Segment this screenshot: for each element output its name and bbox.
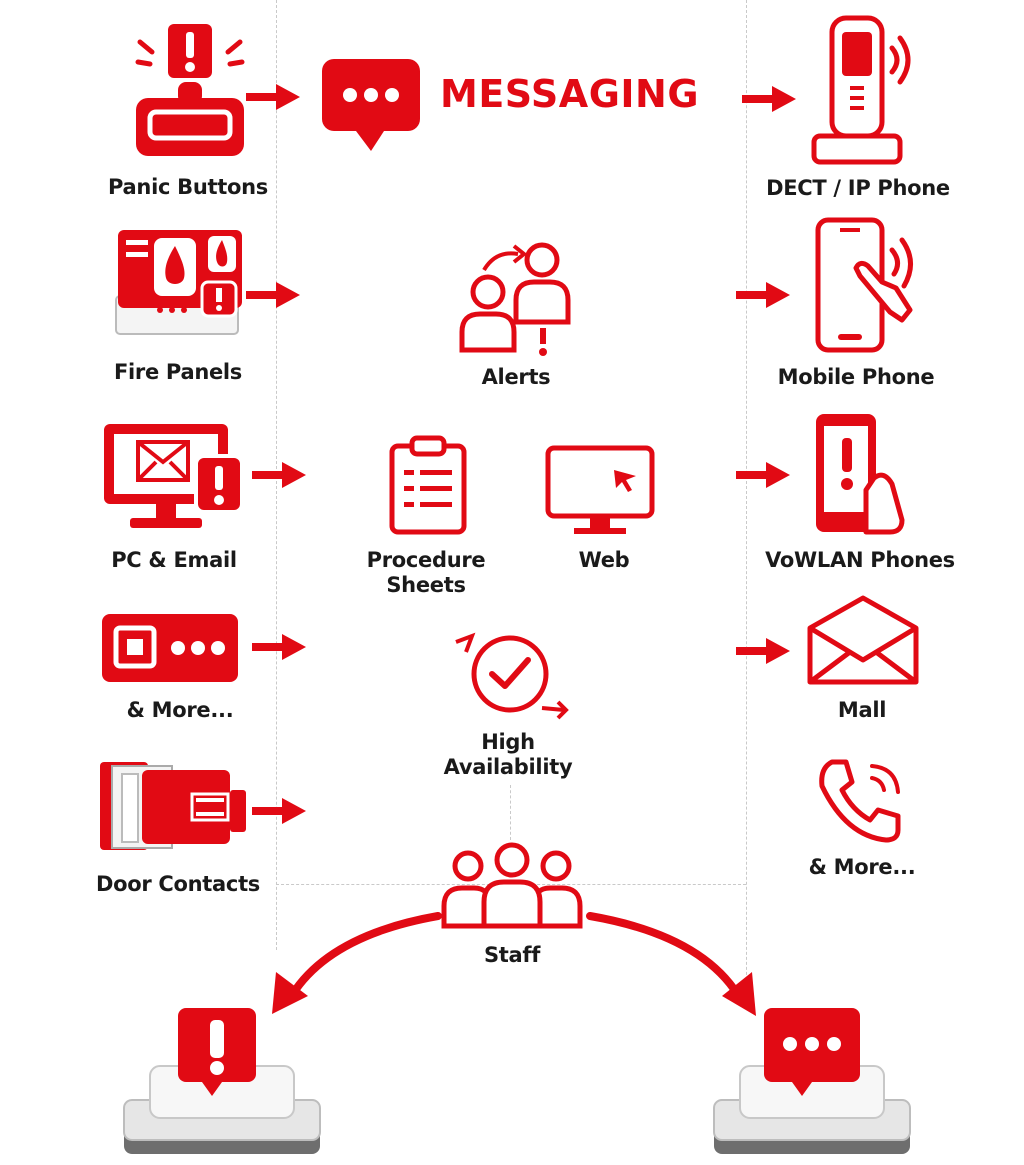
output-label-mobile-phone: Mobile Phone: [777, 365, 935, 389]
input-label-door-contacts: Door Contacts: [95, 872, 261, 896]
arrow-door-contacts: [252, 798, 306, 824]
center-label-web: Web: [578, 548, 630, 572]
center-label-high-availability: High Availability: [443, 730, 573, 779]
fire-panel-icon: [115, 230, 242, 335]
message-button-icon: [713, 1008, 911, 1154]
output-label-vowlan-phones: VoWLAN Phones: [765, 548, 955, 572]
arrow-to-mobile-phone: [736, 282, 790, 308]
alert-button-icon: [123, 1008, 321, 1154]
mail-envelope-icon: [807, 595, 919, 685]
arrow-to-mail: [736, 638, 790, 664]
mobile-phone-icon: [815, 217, 913, 353]
alerts-icon: [459, 242, 571, 356]
arrow-panic-to-messaging: [246, 84, 300, 110]
arrow-fire-panels: [246, 282, 300, 308]
input-label-pc-email: PC & Email: [111, 548, 237, 572]
center-label-alerts: Alerts: [481, 365, 551, 389]
staff-icon: [441, 842, 583, 929]
monitor-icon: [545, 445, 655, 534]
clipboard-icon: [389, 435, 467, 535]
messaging-title: MESSAGING: [440, 72, 700, 116]
input-label-more: & More...: [126, 698, 234, 722]
vowlan-phone-icon: [816, 414, 905, 535]
arrow-to-dect-phone: [742, 86, 796, 112]
phone-call-icon: [819, 759, 901, 843]
door-contact-icon: [100, 762, 246, 850]
pc-email-icon: [104, 424, 244, 528]
chat-bubble-icon: [322, 59, 420, 151]
output-label-mall: Mall: [837, 698, 887, 722]
center-label-procedure-sheets: Procedure Sheets: [366, 548, 486, 597]
input-label-fire-panels: Fire Panels: [113, 360, 243, 384]
arrow-pc-email: [252, 462, 306, 488]
arrow-to-vowlan-phones: [736, 462, 790, 488]
input-label-panic-buttons: Panic Buttons: [108, 175, 268, 199]
output-label-more: & More...: [808, 855, 916, 879]
guide-line-right: [746, 0, 747, 1010]
output-label-dect-ip-phone: DECT / IP Phone: [766, 176, 950, 200]
guide-line-center: [510, 785, 511, 840]
arrow-more-inputs: [252, 634, 306, 660]
more-devices-icon: [102, 614, 238, 682]
panic-button-icon: [135, 24, 245, 156]
check-cycle-icon: [455, 632, 569, 720]
dect-phone-icon: [811, 15, 911, 165]
center-label-staff: Staff: [483, 943, 541, 967]
